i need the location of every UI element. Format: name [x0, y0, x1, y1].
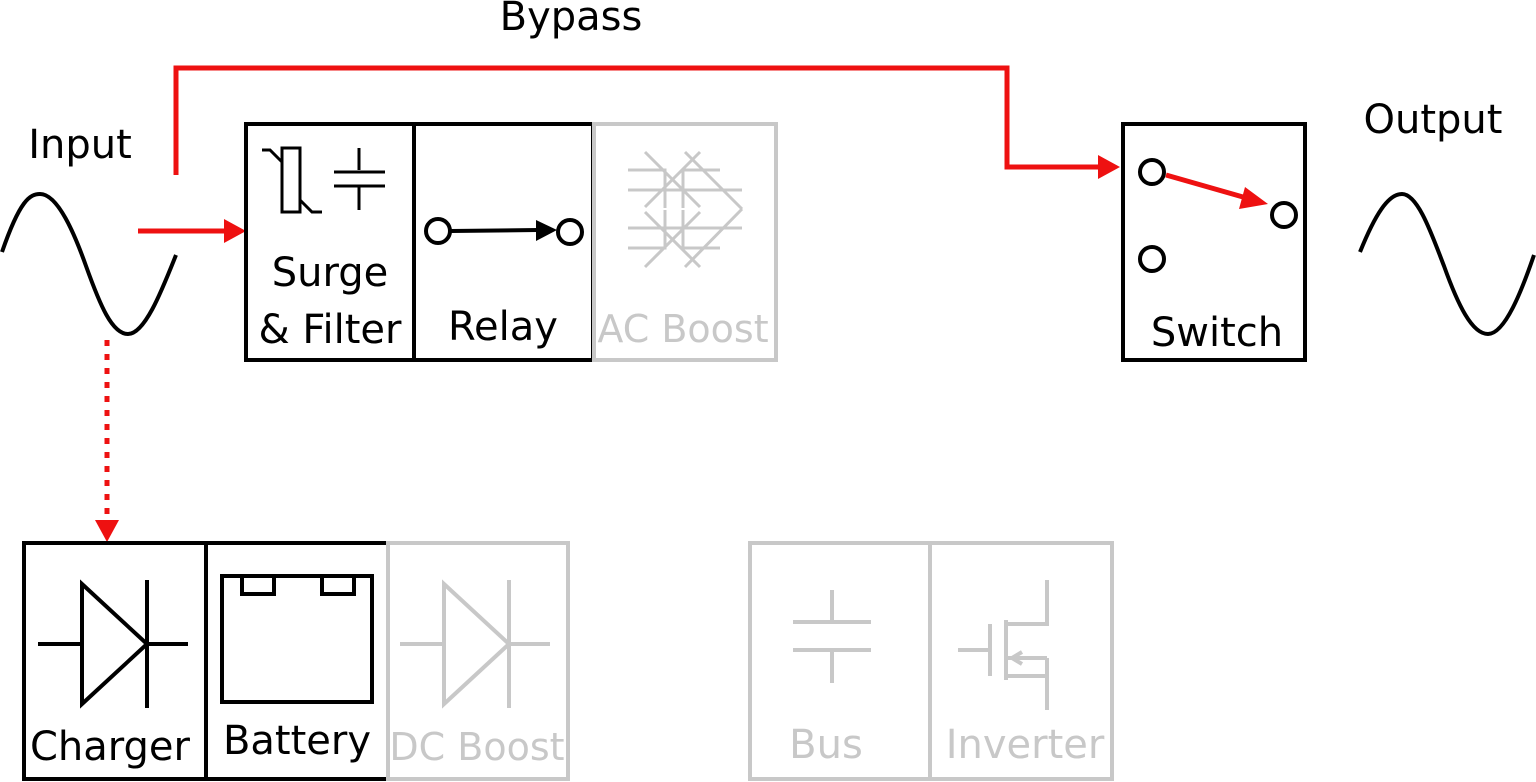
- charger-block: Charger: [22, 541, 208, 781]
- switch-block: Switch: [1121, 122, 1307, 362]
- relay-label: Relay: [448, 304, 558, 350]
- input-label: Input: [28, 122, 132, 168]
- ac-boost-label: AC Boost: [597, 307, 768, 351]
- relay-contact-icon: [424, 217, 584, 246]
- capacitor-icon: [793, 590, 871, 683]
- bypass-label: Bypass: [500, 0, 643, 40]
- bypass-arrowhead: [1098, 155, 1120, 179]
- input-flow-arrowhead: [224, 219, 246, 243]
- transformer-icon: [628, 150, 744, 269]
- dc-boost-block: DC Boost: [386, 541, 570, 781]
- surge-filter-label-line2: & Filter: [259, 307, 403, 353]
- surge-filter-label-line1: Surge: [272, 250, 388, 296]
- charger-flow-arrowhead: [95, 520, 119, 542]
- inverter-block: Inverter: [928, 541, 1114, 781]
- diode-icon: [38, 579, 188, 709]
- changeover-switch-icon: [1138, 158, 1298, 273]
- output-label: Output: [1364, 97, 1503, 143]
- bus-block: Bus: [748, 541, 932, 781]
- switch-label: Switch: [1151, 310, 1283, 356]
- relay-block: Relay: [412, 122, 595, 362]
- charger-label: Charger: [30, 724, 191, 770]
- ac-boost-block: AC Boost: [592, 122, 778, 362]
- surge-filter-block: Surge & Filter: [244, 122, 416, 362]
- dc-boost-label: DC Boost: [389, 725, 564, 769]
- bypass-line: [173, 65, 1100, 175]
- inverter-label: Inverter: [946, 722, 1105, 768]
- battery-icon: [220, 574, 374, 704]
- battery-label: Battery: [223, 718, 371, 764]
- mosfet-icon: [958, 580, 1049, 710]
- input-sine-wave-icon: [0, 191, 178, 337]
- diode-icon: [400, 579, 550, 709]
- output-sine-wave-icon: [1358, 191, 1536, 337]
- battery-block: Battery: [204, 541, 390, 781]
- varistor-capacitor-icon: [262, 146, 385, 214]
- bus-label: Bus: [789, 722, 863, 768]
